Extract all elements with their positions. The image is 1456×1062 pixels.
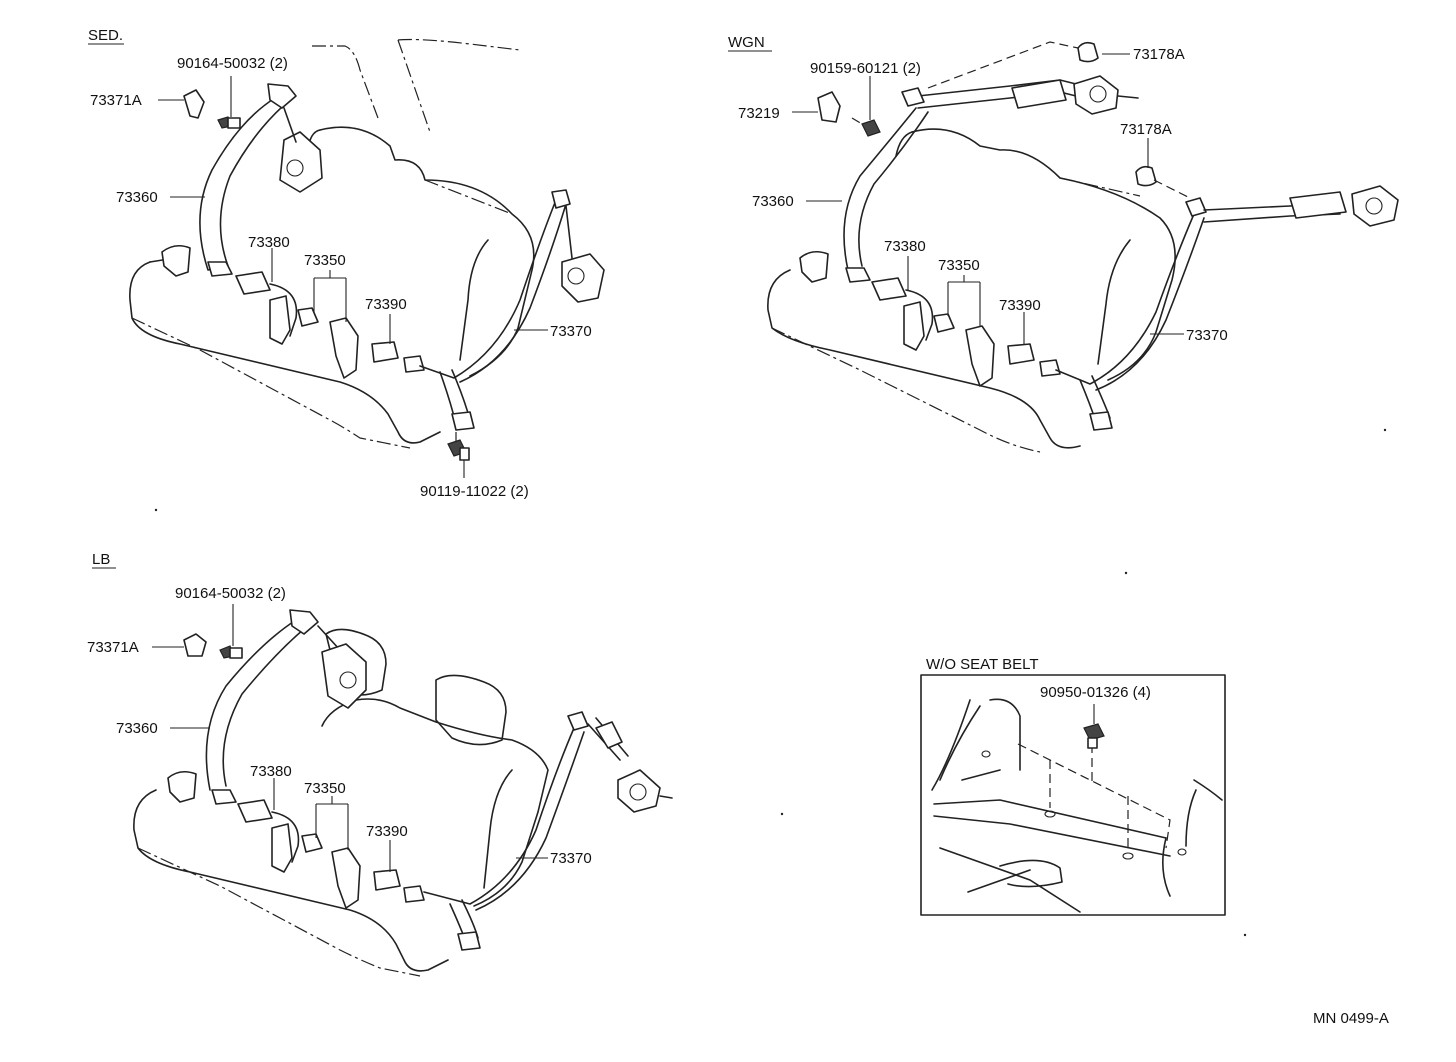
lb-right-retractor (617, 769, 661, 813)
wgn-label-90159: 90159-60121 (2) (810, 60, 921, 77)
lb-left-retractor (321, 643, 367, 709)
wo-bolt-90950 (1083, 723, 1105, 749)
lb-belt-73360 (205, 619, 297, 791)
lb-upper-anchor (289, 609, 319, 635)
lb-left-floor-anchor (167, 770, 197, 803)
wgn-label-73219: 73219 (738, 105, 780, 122)
wo-seat-belt-section: W/O SEAT BELT 90950-01326 (4) (920, 656, 1226, 916)
sed-right-upper-anchor (551, 189, 571, 209)
lb-73371A-cover (183, 633, 207, 657)
sed-bolt-90119 (447, 432, 470, 461)
wgn-label-73178A-mid: 73178A (1120, 121, 1172, 138)
sed-buckle-73380 (235, 271, 271, 295)
lb-label-73380: 73380 (250, 763, 292, 780)
lb-section: LB (87, 551, 673, 977)
sed-label-73390: 73390 (365, 296, 407, 313)
sed-right-retractor (561, 253, 605, 303)
wgn-belt-73360 (843, 107, 917, 271)
sed-belt-73360 (199, 97, 276, 271)
wgn-label-73178A-top: 73178A (1133, 46, 1185, 63)
lb-label-73371A: 73371A (87, 639, 139, 656)
lb-buckle-73350 (331, 847, 361, 909)
wgn-seat-cushion (767, 269, 1081, 449)
sed-belt-73370 (419, 199, 557, 379)
sed-label-73371A: 73371A (90, 92, 142, 109)
lb-label-73350: 73350 (304, 780, 346, 797)
wgn-belt-73370 (1055, 213, 1195, 385)
wgn-tongue-73390 (1007, 343, 1035, 365)
wgn-label-73370: 73370 (1186, 327, 1228, 344)
lb-bolt-90164 (219, 645, 243, 659)
sed-label-73360: 73360 (116, 189, 158, 206)
lb-right-headrest (435, 674, 507, 746)
lb-seat-back (355, 698, 549, 907)
wgn-buckle-73350 (965, 325, 995, 387)
wgn-label-73360: 73360 (752, 193, 794, 210)
wo-inset-frame (920, 674, 1226, 916)
sed-label-73380: 73380 (248, 234, 290, 251)
wgn-section: WGN (728, 34, 1399, 453)
sed-upper-anchor (267, 83, 297, 109)
sed-buckle-73350 (329, 317, 359, 379)
wgn-top-bracket (917, 79, 1101, 97)
wgn-label-73380: 73380 (884, 238, 926, 255)
sed-bolt-90164 (217, 116, 241, 129)
diagram-code: MN 0499-A (1313, 1010, 1389, 1027)
wo-label-90950: 90950-01326 (4) (1040, 684, 1151, 701)
lb-belt-73370 (423, 727, 575, 905)
lb-seat-cushion (133, 789, 449, 972)
lb-label-73370: 73370 (550, 850, 592, 867)
sed-label-73350: 73350 (304, 252, 346, 269)
wgn-buckle-73380 (871, 277, 907, 301)
lb-tongue-73390 (373, 869, 401, 891)
lb-title: LB (92, 551, 110, 568)
wgn-73219-cover (817, 91, 841, 123)
wgn-label-73350: 73350 (938, 257, 980, 274)
wgn-seat-back (911, 128, 1176, 381)
wgn-bolt-90159 (851, 117, 881, 137)
sed-title: SED. (88, 27, 123, 44)
sed-label-90164: 90164-50032 (2) (177, 55, 288, 72)
lb-label-90164: 90164-50032 (2) (175, 585, 286, 602)
wgn-right-retractor (1351, 185, 1399, 227)
wgn-73178A-top-cap (1077, 41, 1099, 63)
sed-seat-back (319, 126, 535, 377)
wo-title: W/O SEAT BELT (926, 656, 1039, 673)
wgn-title: WGN (728, 34, 765, 51)
lb-buckle-73380 (237, 799, 273, 823)
wgn-73178A-mid-cap (1135, 165, 1157, 187)
sed-label-73370: 73370 (550, 323, 592, 340)
wgn-left-floor-anchor (799, 250, 829, 283)
wgn-top-retractor (1073, 75, 1119, 115)
sed-label-90119: 90119-11022 (2) (420, 483, 529, 500)
lb-label-73390: 73390 (366, 823, 408, 840)
sed-left-floor-anchor (161, 244, 191, 277)
sed-73371A-cover (183, 89, 205, 119)
sed-section: SED. (88, 27, 605, 500)
sed-seat-cushion (129, 261, 441, 444)
wgn-label-73390: 73390 (999, 297, 1041, 314)
sed-tongue-73390 (371, 341, 399, 363)
lb-label-73360: 73360 (116, 720, 158, 737)
